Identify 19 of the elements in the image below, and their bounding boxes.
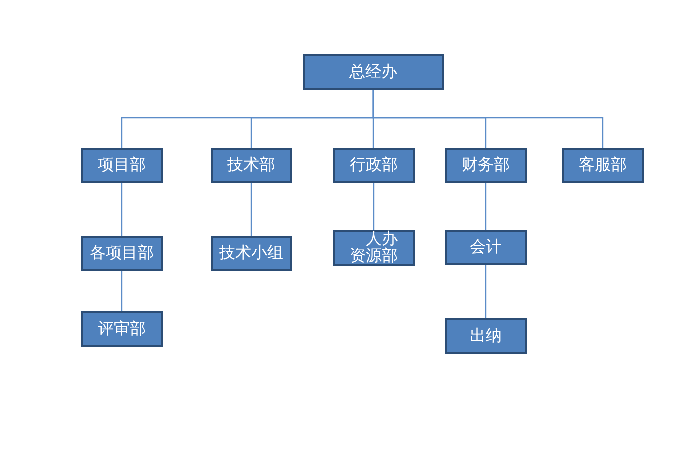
connector-line	[250, 183, 252, 236]
org-box: 各项目部	[81, 236, 163, 271]
org-box: 人办资源部	[333, 230, 415, 266]
org-box: 项目部	[81, 148, 163, 183]
connector-line	[121, 183, 123, 236]
org-box: 总经办	[303, 54, 444, 90]
org-box: 技术部	[211, 148, 292, 183]
connector-line	[373, 183, 375, 230]
org-box: 会计	[445, 230, 527, 265]
org-box: 技术小组	[211, 236, 292, 271]
org-box: 客服部	[562, 148, 644, 183]
org-box: 评审部	[81, 311, 163, 347]
connector-line	[485, 183, 487, 230]
org-box: 财务部	[445, 148, 527, 183]
connector-line	[485, 265, 487, 318]
org-box: 出纳	[445, 318, 527, 354]
connector-line	[121, 271, 123, 311]
connector-line	[372, 90, 604, 148]
org-box: 行政部	[333, 148, 415, 183]
